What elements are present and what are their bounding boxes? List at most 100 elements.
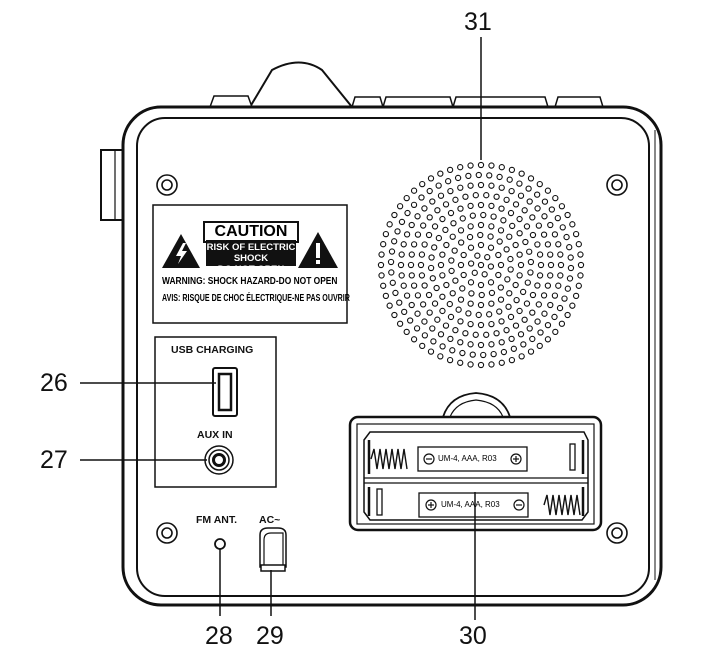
grille-hole xyxy=(521,316,528,323)
grille-hole xyxy=(449,233,456,240)
grille-hole xyxy=(507,266,514,273)
grille-hole xyxy=(556,304,564,312)
grille-hole xyxy=(506,290,513,297)
grille-hole xyxy=(534,282,541,289)
grille-hole xyxy=(391,211,398,219)
grille-hole xyxy=(505,303,512,310)
grille-hole xyxy=(447,187,454,195)
grille-hole xyxy=(498,318,505,325)
grille-hole xyxy=(507,313,515,321)
grille-hole xyxy=(451,247,458,254)
grille-hole xyxy=(577,251,584,258)
grille-hole xyxy=(506,233,513,240)
grille-hole xyxy=(498,184,505,191)
grille-hole xyxy=(575,241,582,248)
grille-hole xyxy=(459,215,466,222)
grille-hole xyxy=(569,221,576,228)
grille-hole xyxy=(477,261,485,269)
aux-in-label: AUX IN xyxy=(197,429,233,441)
grille-hole xyxy=(444,178,452,185)
grille-hole xyxy=(410,187,418,194)
grille-hole xyxy=(526,248,533,255)
grille-hole xyxy=(400,241,407,248)
grille-hole xyxy=(389,279,396,286)
grille-hole xyxy=(391,238,398,245)
grille-hole xyxy=(469,351,476,358)
grille-hole xyxy=(467,260,475,267)
grille-hole xyxy=(486,172,493,179)
grille-hole xyxy=(508,356,516,364)
grille-hole xyxy=(421,332,429,339)
grille-hole xyxy=(496,238,503,245)
grille-hole xyxy=(487,244,495,251)
plus-icon xyxy=(425,499,437,511)
grille-hole xyxy=(496,308,503,315)
shock-warning-box: RISK OF ELECTRIC SHOCK DO NOT OPEN xyxy=(206,240,296,275)
grille-hole xyxy=(457,318,464,325)
grille-hole xyxy=(420,222,427,229)
grille-hole xyxy=(551,313,558,321)
grille-hole xyxy=(417,261,425,269)
grille-hole xyxy=(536,180,543,188)
grille-hole xyxy=(529,231,537,239)
grille-hole xyxy=(426,187,433,195)
grille-hole xyxy=(431,223,439,230)
grille-hole xyxy=(477,201,485,209)
grille-hole xyxy=(467,320,474,328)
grille-hole xyxy=(564,285,571,292)
grille-hole xyxy=(418,251,426,258)
ac-power-cord xyxy=(259,527,287,572)
top-button-1 xyxy=(208,95,254,108)
grille-hole xyxy=(510,345,517,352)
grille-hole xyxy=(387,258,395,266)
grille-hole xyxy=(477,341,485,349)
grille-hole xyxy=(497,284,504,291)
grille-hole xyxy=(465,172,472,180)
grille-hole xyxy=(558,203,566,210)
grille-hole xyxy=(394,228,401,235)
grille-hole xyxy=(386,221,393,228)
grille-hole xyxy=(557,251,564,258)
grille-hole xyxy=(410,282,418,289)
grille-hole xyxy=(460,251,467,259)
grille-hole xyxy=(410,201,418,209)
grille-hole xyxy=(439,307,446,315)
grille-hole xyxy=(495,271,502,279)
grille-hole xyxy=(397,261,405,269)
grille-hole xyxy=(488,223,495,230)
grille-hole xyxy=(500,348,508,356)
grille-hole xyxy=(439,272,446,279)
grille-hole xyxy=(452,326,459,334)
grille-hole xyxy=(518,353,525,360)
grille-hole xyxy=(478,291,485,299)
grille-hole xyxy=(544,282,552,289)
grille-hole xyxy=(566,244,573,251)
grille-hole xyxy=(433,284,440,292)
grille-hole xyxy=(449,290,456,297)
grille-hole xyxy=(548,206,555,213)
grille-hole xyxy=(536,251,544,258)
callout-26-usb: 26 xyxy=(40,369,68,397)
grille-hole xyxy=(516,307,523,315)
grille-hole xyxy=(442,201,450,208)
grille-hole xyxy=(421,318,428,325)
grille-hole xyxy=(427,175,435,182)
grille-hole xyxy=(544,241,552,248)
grille-hole xyxy=(380,282,387,289)
grille-hole xyxy=(462,193,469,200)
grille-hole xyxy=(500,217,507,224)
grille-hole xyxy=(427,264,435,272)
grille-hole xyxy=(527,348,535,355)
grille-hole xyxy=(488,162,495,169)
grille-hole xyxy=(457,296,465,303)
top-knob xyxy=(248,61,355,108)
grille-hole xyxy=(507,209,515,217)
callout-29-ac: 29 xyxy=(256,622,284,650)
grille-hole xyxy=(467,300,474,307)
grille-hole xyxy=(559,224,566,231)
grille-hole xyxy=(388,269,395,276)
grille-hole xyxy=(408,301,415,309)
grille-hole xyxy=(508,166,516,174)
battery-spring-bottom xyxy=(543,494,581,516)
